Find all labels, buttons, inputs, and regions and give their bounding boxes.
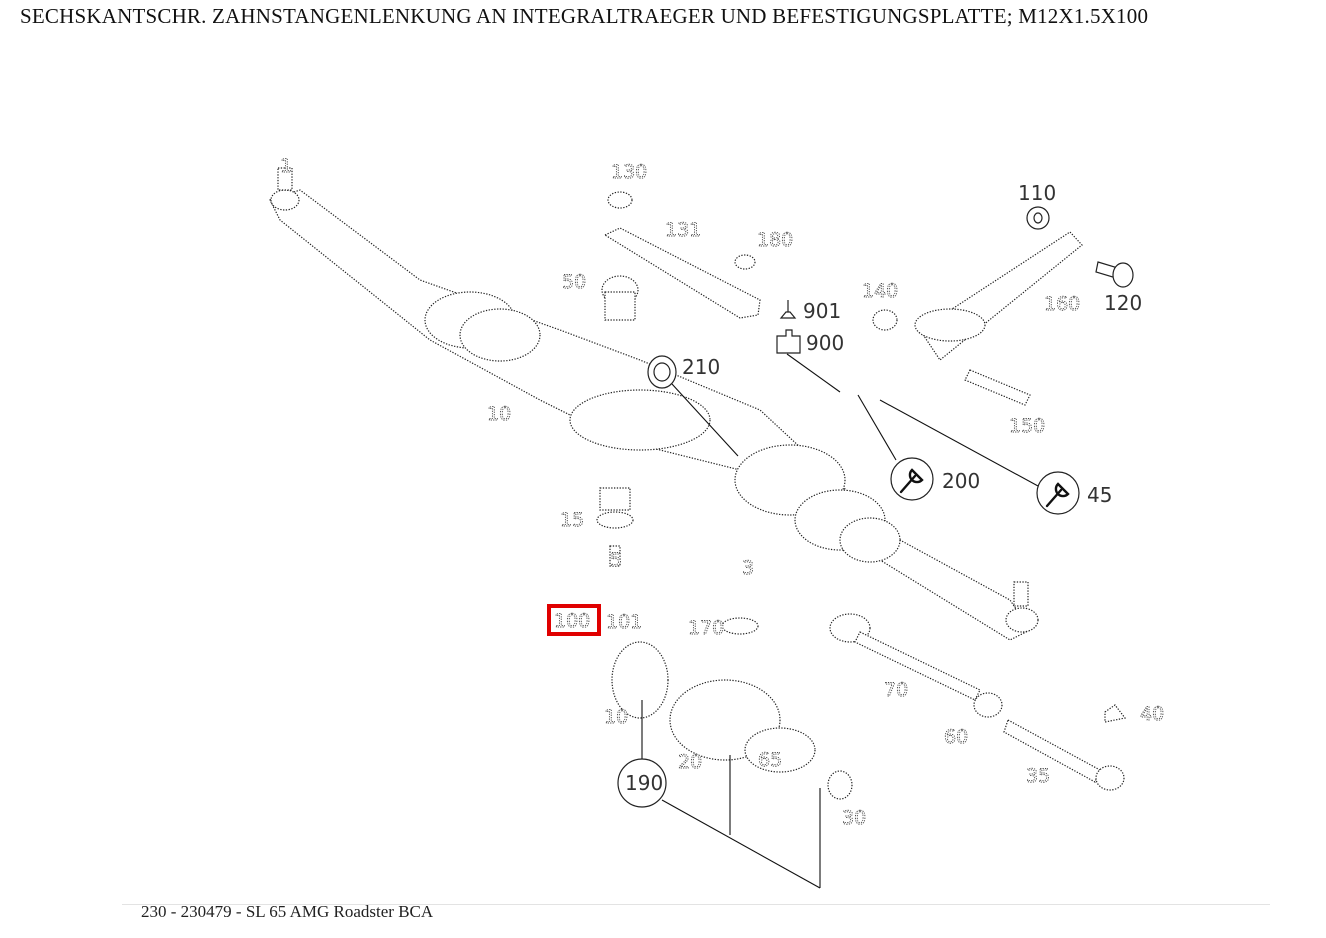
- part-label-35[interactable]: 35: [1026, 765, 1051, 788]
- tool-callout-45[interactable]: [1036, 471, 1080, 515]
- part-label-180[interactable]: 180: [757, 229, 794, 252]
- lower-rack-parts[interactable]: [611, 617, 853, 800]
- part-label-15[interactable]: 15: [560, 509, 585, 532]
- part-label-20[interactable]: 20: [678, 751, 703, 774]
- seal-210[interactable]: [647, 355, 677, 389]
- part-label-110[interactable]: 110: [1018, 181, 1056, 205]
- tool-callout-200[interactable]: [890, 457, 934, 501]
- part-label-131[interactable]: 131: [665, 219, 702, 242]
- part-label-30[interactable]: 30: [842, 807, 867, 830]
- part-label-160[interactable]: 160: [1044, 293, 1081, 316]
- part-label-40[interactable]: 40: [1140, 703, 1165, 726]
- plug-900[interactable]: [776, 329, 801, 354]
- footer-divider: [122, 904, 1270, 905]
- page-title: SECHSKANTSCHR. ZAHNSTANGENLENKUNG AN INT…: [20, 4, 1149, 28]
- part-label-10[interactable]: 10: [487, 403, 512, 426]
- part-label-3[interactable]: 3: [742, 557, 755, 580]
- part-label-900[interactable]: 900: [806, 331, 844, 355]
- washer-110[interactable]: [1026, 206, 1050, 230]
- steering-rack-assembly[interactable]: [269, 167, 1039, 641]
- leader-lines: [641, 353, 1039, 889]
- part-label-150[interactable]: 150: [1009, 415, 1046, 438]
- small-parts-left[interactable]: [596, 487, 634, 567]
- part-label-120[interactable]: 120: [1104, 291, 1142, 315]
- part-label-100-highlighted[interactable]: 100: [554, 610, 591, 633]
- part-label-70[interactable]: 70: [884, 679, 909, 702]
- part-label-210[interactable]: 210: [682, 355, 720, 379]
- part-label-60[interactable]: 60: [944, 726, 969, 749]
- part-label-5[interactable]: 5: [610, 549, 623, 572]
- right-upper-rod[interactable]: [872, 231, 1083, 406]
- footer-caption: 230 - 230479 - SL 65 AMG Roadster BCA: [141, 902, 434, 921]
- upper-tie-rod[interactable]: [601, 191, 761, 321]
- part-label-50[interactable]: 50: [562, 271, 587, 294]
- part-label-45[interactable]: 45: [1087, 483, 1112, 507]
- wrench-icon: [1045, 482, 1070, 508]
- part-label-190[interactable]: 190: [625, 771, 663, 795]
- part-label-200[interactable]: 200: [942, 469, 980, 493]
- bolt-120[interactable]: [1095, 261, 1134, 288]
- part-label-1[interactable]: 1: [280, 155, 293, 178]
- part-label-101[interactable]: 101: [606, 611, 643, 634]
- lower-tie-rod[interactable]: [829, 613, 1127, 791]
- wrench-icon: [899, 468, 924, 494]
- kit-callout-190[interactable]: [617, 758, 667, 808]
- part-label-140[interactable]: 140: [862, 280, 899, 303]
- part-label-65[interactable]: 65: [758, 749, 783, 772]
- part-label-10-lower[interactable]: 10: [604, 706, 629, 729]
- part-label-130[interactable]: 130: [611, 161, 648, 184]
- part-label-170[interactable]: 170: [688, 617, 725, 640]
- selection-highlight-box: [547, 604, 601, 636]
- part-label-901[interactable]: 901: [803, 299, 841, 323]
- bolt-901[interactable]: [779, 300, 797, 319]
